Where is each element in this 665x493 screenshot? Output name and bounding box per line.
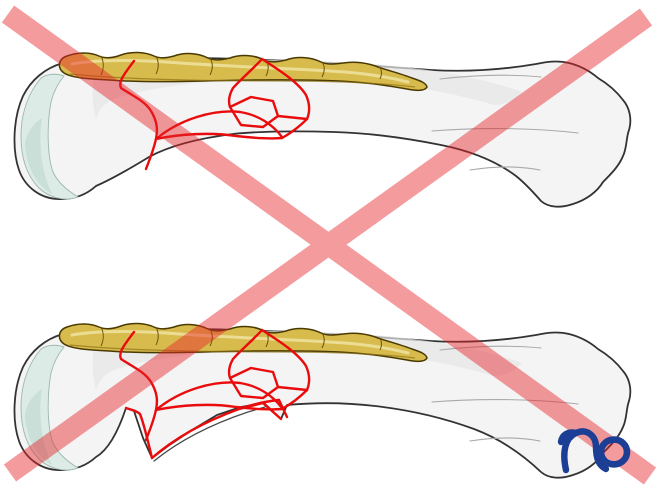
- displaced-fragment-edge: [153, 406, 266, 462]
- bottom-bone-figure: [13, 321, 632, 479]
- cross-stroke-ascending: [3, 8, 653, 482]
- ao-logo-letter-o: [597, 436, 631, 468]
- fracture-line: [237, 401, 283, 421]
- ao-logo-letter-a: [561, 428, 610, 474]
- fracture-line: [124, 406, 154, 460]
- ao-logo-letter-a-curl: [557, 429, 580, 446]
- fracture-line: [277, 398, 289, 419]
- fracture-network: [119, 328, 311, 460]
- prohibition-cross-icon: [1, 5, 657, 485]
- top-bone-figure: [13, 50, 632, 208]
- fracture-line: [150, 398, 281, 460]
- ao-logo: [557, 428, 631, 474]
- cross-stroke-descending: [1, 5, 657, 485]
